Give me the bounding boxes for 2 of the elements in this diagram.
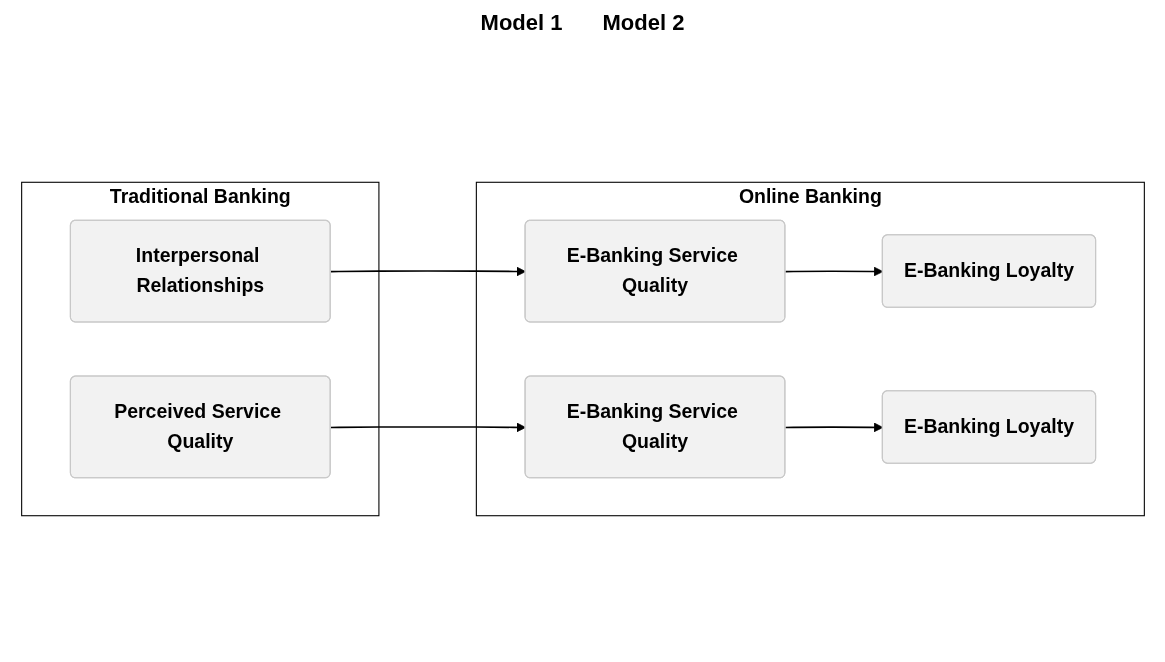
model-heading: Model 1 (480, 10, 563, 36)
model-heading: Model 2 (602, 10, 685, 36)
